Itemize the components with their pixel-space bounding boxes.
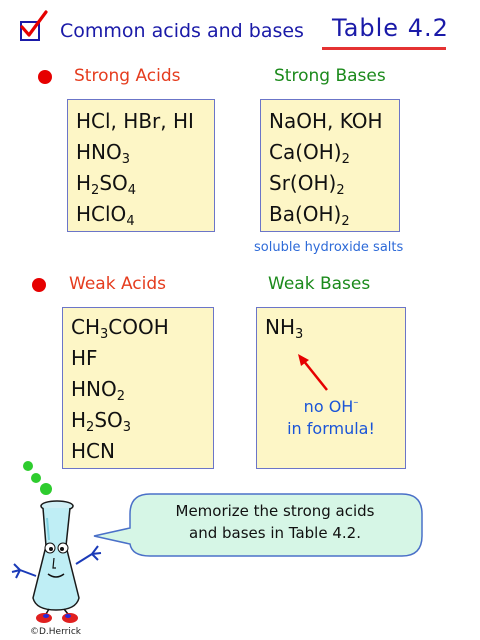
check-mark-icon <box>20 10 48 37</box>
formula-part: SO <box>99 171 128 195</box>
strong-base-formula: Ca(OH)2 <box>269 137 383 168</box>
formula-part: 2 <box>341 152 350 167</box>
strong-acid-formula: HNO3 <box>76 137 194 168</box>
no-oh-text: no OH <box>303 397 354 416</box>
formula-part: Ca(OH) <box>269 140 342 164</box>
no-oh-annotation: no OH– in formula! <box>257 396 405 440</box>
flask-mascot-icon <box>11 461 102 623</box>
formula-part: 4 <box>127 183 137 198</box>
formula-part: HClO <box>76 202 127 226</box>
page-title: Common acids and bases <box>60 20 304 42</box>
formula-part: Ba(OH) <box>269 202 342 226</box>
weak-bases-list: NH3 <box>265 312 303 343</box>
strong-base-formula: NaOH, KOH <box>269 106 383 137</box>
speech-line-1: Memorize the strong acids <box>175 502 375 520</box>
formula-part: H <box>71 408 87 432</box>
formula-part: HCN <box>71 439 115 463</box>
formula-part: SO <box>94 408 123 432</box>
strong-acid-formula: HClO4 <box>76 199 194 230</box>
weak-acid-formula: HCN <box>71 436 169 467</box>
formula-part: 3 <box>295 327 304 342</box>
table-reference-underline <box>322 47 446 50</box>
formula-part: HF <box>71 346 98 370</box>
formula-part: 3 <box>121 152 131 167</box>
weak-acid-formula: HF <box>71 343 169 374</box>
formula-part: 3 <box>100 327 109 342</box>
table-reference: Table 4.2 <box>332 14 449 42</box>
strong-base-formula: Ba(OH)2 <box>269 199 383 230</box>
formula-part: 2 <box>116 389 126 404</box>
formula-part: HNO <box>76 140 122 164</box>
author-credit: ©D.Herrick <box>30 627 81 637</box>
formula-part: Sr(OH) <box>269 171 337 195</box>
formula-part: CH <box>71 315 101 339</box>
strong-base-formula: Sr(OH)2 <box>269 168 383 199</box>
formula-part: 2 <box>91 183 100 198</box>
no-oh-charge: – <box>353 397 359 408</box>
formula-part: 2 <box>86 420 95 435</box>
strong-bases-note: soluble hydroxide salts <box>254 240 404 255</box>
weak-acid-formula: CH3COOH <box>71 312 169 343</box>
weak-bases-box: NH3 no OH– in formula! <box>256 307 406 469</box>
formula-part: COOH <box>108 315 169 339</box>
bullet-weak <box>32 278 46 292</box>
formula-part: HCl, HBr, HI <box>76 109 194 133</box>
in-formula-text: in formula! <box>287 419 375 438</box>
bullet-strong <box>38 70 52 84</box>
red-arrow-icon <box>298 354 328 391</box>
weak-base-formula: NH3 <box>265 312 303 343</box>
weak-bases-heading: Weak Bases <box>268 274 371 294</box>
strong-acid-formula: H2SO4 <box>76 168 194 199</box>
strong-acid-formula: HCl, HBr, HI <box>76 106 194 137</box>
speech-line-2: and bases in Table 4.2. <box>189 524 361 542</box>
formula-part: 3 <box>122 420 132 435</box>
formula-part: NaOH, KOH <box>269 109 383 133</box>
weak-acid-formula: H2SO3 <box>71 405 169 436</box>
speech-bubble-text: Memorize the strong acids and bases in T… <box>132 500 418 544</box>
weak-acid-formula: HNO2 <box>71 374 169 405</box>
formula-part: HNO <box>71 377 117 401</box>
speech-bubble <box>93 493 423 557</box>
weak-acids-heading: Weak Acids <box>69 274 166 294</box>
strong-acids-heading: Strong Acids <box>74 66 181 86</box>
header-checkbox <box>20 21 40 41</box>
formula-part: 2 <box>341 214 350 229</box>
formula-part: H <box>76 171 92 195</box>
formula-part: NH <box>265 315 295 339</box>
formula-part: 2 <box>336 183 345 198</box>
formula-part: 4 <box>126 214 135 229</box>
strong-bases-heading: Strong Bases <box>274 66 386 86</box>
